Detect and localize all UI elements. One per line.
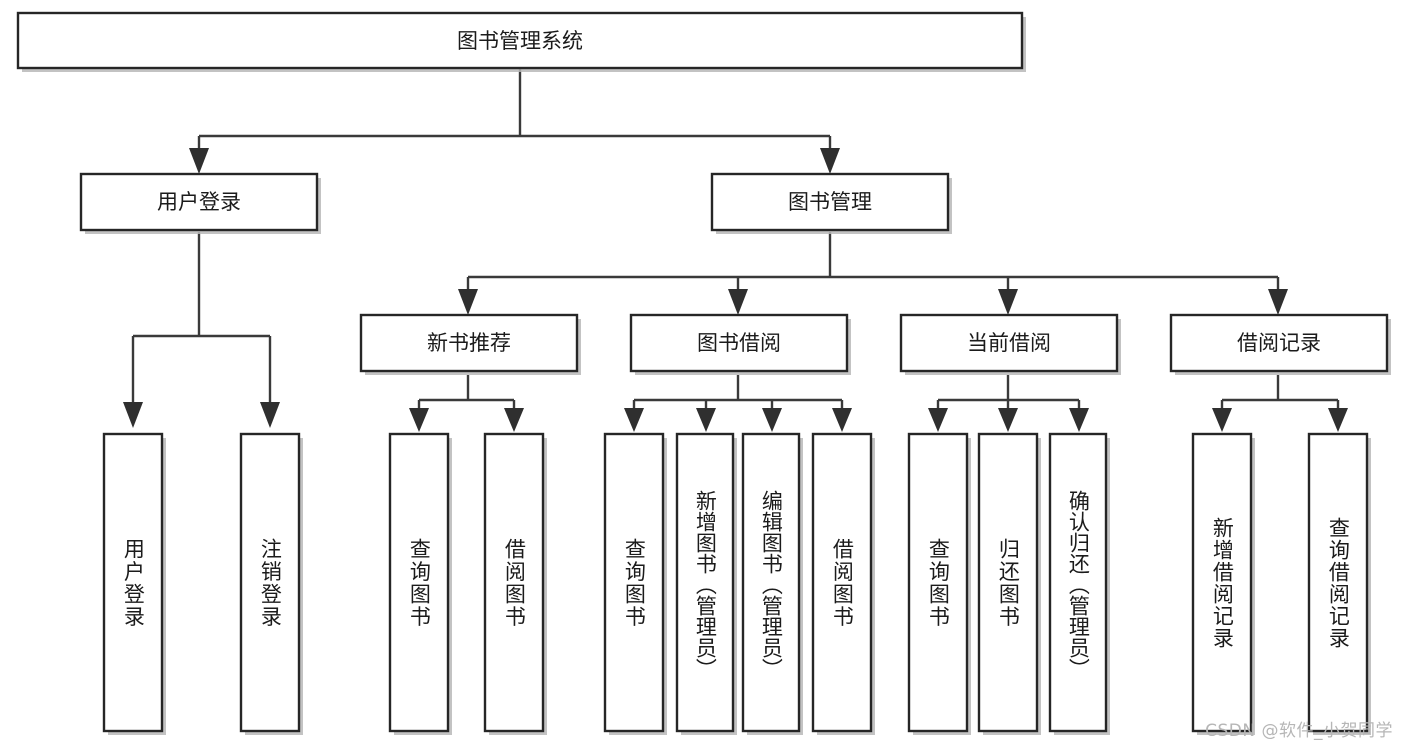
leaf-query-record[interactable] [1307, 432, 1371, 735]
node-new-book-rec[interactable]: 新书推荐 [359, 313, 581, 375]
arrow-icon-to-leaf-add-book [696, 408, 716, 432]
arrow-icon-to-leaf-add-record [1212, 408, 1232, 432]
leaf-borrow-book-2[interactable] [811, 432, 875, 735]
node-book-borrow-label: 图书借阅 [697, 331, 781, 355]
leaf-query-record-box[interactable] [1307, 432, 1369, 733]
leaf-logout[interactable] [239, 432, 303, 735]
node-root-box[interactable] [16, 11, 1024, 70]
node-book-manage[interactable]: 图书管理 [710, 172, 952, 234]
arrow-icon-to-leaf-query-book-1 [409, 408, 429, 432]
node-book-manage-label: 图书管理 [788, 190, 872, 214]
leaf-edit-book[interactable] [741, 432, 803, 735]
leaf-user-login[interactable] [102, 432, 166, 735]
node-root-label: 图书管理系统 [457, 29, 583, 53]
node-root[interactable]: 图书管理系统 [16, 11, 1026, 72]
leaf-add-record-box[interactable] [1191, 432, 1253, 733]
arrowheads-layer [123, 148, 1348, 432]
arrow-icon-to-leaf-borrow-book-1 [504, 408, 524, 432]
leaf-add-book-box[interactable] [675, 432, 735, 733]
node-user-login-box[interactable] [79, 172, 319, 232]
node-book-borrow[interactable]: 图书借阅 [629, 313, 851, 375]
node-borrow-record[interactable]: 借阅记录 [1169, 313, 1391, 375]
nodes-layer: 图书管理系统 用户登录 图书管理 新书推荐 [16, 11, 1391, 735]
leaf-query-book-2[interactable] [603, 432, 667, 735]
node-user-login[interactable]: 用户登录 [79, 172, 321, 234]
arrow-icon-to-borrow-record [1268, 289, 1288, 315]
leaf-borrow-book-1[interactable] [483, 432, 547, 735]
node-new-book-rec-label: 新书推荐 [427, 331, 511, 355]
leaf-query-book-1[interactable] [388, 432, 452, 735]
node-user-login-label: 用户登录 [157, 190, 241, 214]
leaf-query-book-1-box[interactable] [388, 432, 450, 733]
leaf-return-book[interactable] [977, 432, 1041, 735]
csdn-watermark: CSDN @软件_小贺同学 [1205, 721, 1393, 741]
node-borrow-record-box[interactable] [1169, 313, 1389, 373]
arrow-icon-to-leaf-borrow-book-2 [832, 408, 852, 432]
arrow-icon-to-book-borrow [728, 289, 748, 315]
leaf-return-book-box[interactable] [977, 432, 1039, 733]
arrow-icon-to-leaf-logout [260, 402, 280, 428]
leaf-confirm-return[interactable] [1048, 432, 1110, 735]
arrow-icon-to-leaf-query-book-3 [928, 408, 948, 432]
arrow-icon-to-leaf-query-book-2 [624, 408, 644, 432]
node-current-borrow-box[interactable] [899, 313, 1119, 373]
arrow-icon-to-book-manage [820, 148, 840, 174]
leaf-query-book-3[interactable] [907, 432, 971, 735]
node-new-book-rec-box[interactable] [359, 313, 579, 373]
leaf-borrow-book-2-box[interactable] [811, 432, 873, 733]
node-book-manage-box[interactable] [710, 172, 950, 232]
arrow-icon-to-leaf-user-login [123, 402, 143, 428]
arrow-icon-to-leaf-confirm-return [1069, 408, 1089, 432]
node-book-borrow-box[interactable] [629, 313, 849, 373]
node-borrow-record-label: 借阅记录 [1237, 331, 1321, 355]
arrow-icon-to-leaf-return-book [998, 408, 1018, 432]
leaf-confirm-return-box[interactable] [1048, 432, 1108, 733]
arrow-icon-to-leaf-edit-book [762, 408, 782, 432]
leaf-edit-book-box[interactable] [741, 432, 801, 733]
leaf-logout-box[interactable] [239, 432, 301, 733]
leaf-user-login-box[interactable] [102, 432, 164, 733]
leaf-query-book-3-box[interactable] [907, 432, 969, 733]
leaf-borrow-book-1-box[interactable] [483, 432, 545, 733]
leaf-add-record[interactable] [1191, 432, 1255, 735]
leaf-add-book[interactable] [675, 432, 737, 735]
leaf-query-book-2-box[interactable] [603, 432, 665, 733]
node-current-borrow-label: 当前借阅 [967, 331, 1051, 355]
node-current-borrow[interactable]: 当前借阅 [899, 313, 1121, 375]
arrow-icon-to-new-book-rec [458, 289, 478, 315]
arrow-icon-to-user-login [189, 148, 209, 174]
arrow-icon-to-current-borrow [998, 289, 1018, 315]
arrow-icon-to-leaf-query-record [1328, 408, 1348, 432]
